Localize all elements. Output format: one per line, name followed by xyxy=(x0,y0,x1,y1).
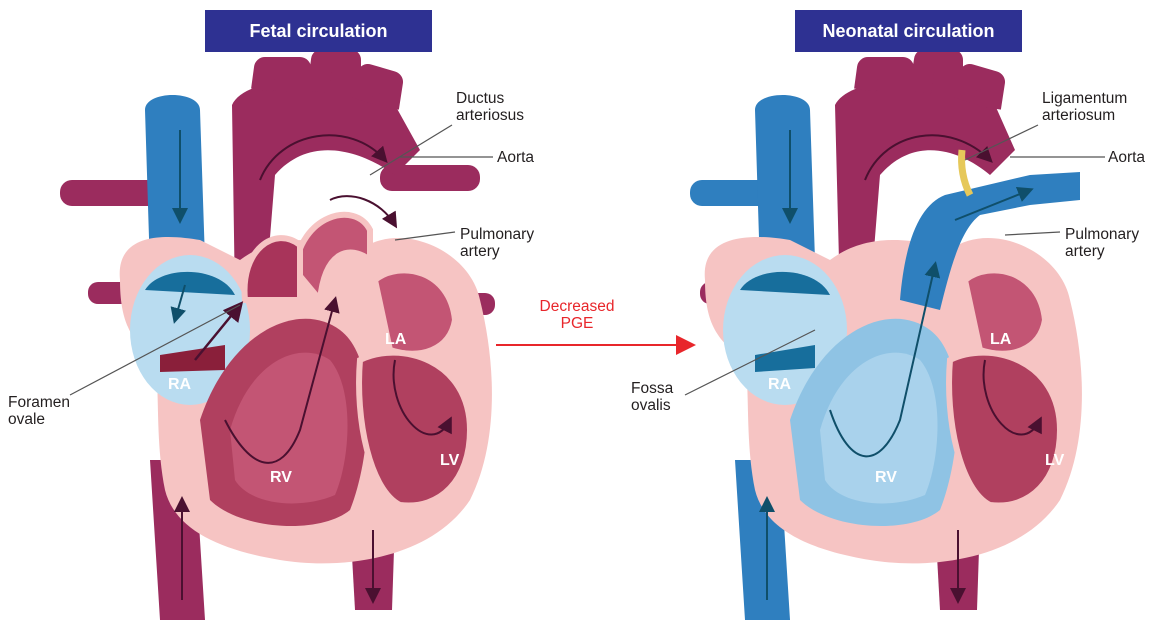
fetal-leader-pulmonary xyxy=(395,232,455,240)
fetal-rv-label: RV xyxy=(270,469,292,487)
fetal-title: Fetal circulation xyxy=(205,10,432,52)
neo-lv-label: LV xyxy=(1045,452,1064,470)
label-foramen-ovale: Foramen ovale xyxy=(8,394,88,428)
fetal-pulm-vein-left-top xyxy=(60,180,160,206)
fetal-ra-label: RA xyxy=(168,376,191,394)
label-aorta-left: Aorta xyxy=(497,149,534,166)
neo-la-label: LA xyxy=(990,331,1011,349)
neonatal-heart xyxy=(685,60,1105,620)
label-pulmonary-artery-left: Pulmonary artery xyxy=(460,226,550,260)
label-ligamentum-arteriosum: Ligamentum arteriosum xyxy=(1042,90,1152,124)
label-pulmonary-artery-right: Pulmonary artery xyxy=(1065,226,1155,260)
fetal-lv-label: LV xyxy=(440,452,459,470)
neonatal-title: Neonatal circulation xyxy=(795,10,1022,52)
decreased-pge-label: Decreased PGE xyxy=(532,298,622,332)
fetal-heart xyxy=(60,60,495,620)
neo-ra-label: RA xyxy=(768,376,791,394)
label-ductus-arteriosus: Ductus arteriosus xyxy=(456,90,546,124)
label-fossa-ovalis: Fossa ovalis xyxy=(631,380,691,414)
fetal-la-label: LA xyxy=(385,331,406,349)
neo-leader-pulmonary xyxy=(1005,232,1060,235)
neo-rv-label: RV xyxy=(875,469,897,487)
label-aorta-right: Aorta xyxy=(1108,149,1145,166)
